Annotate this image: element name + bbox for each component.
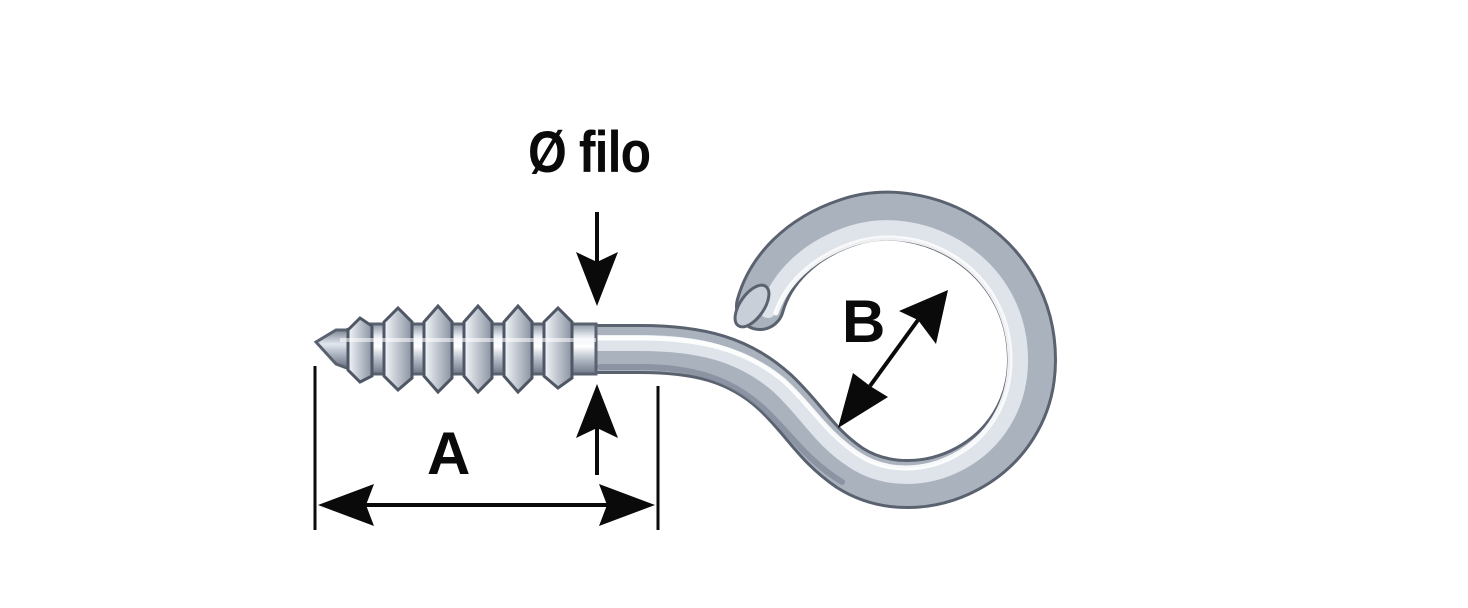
dimension-a-arrow xyxy=(318,484,655,526)
dimension-b-label: B xyxy=(842,288,886,355)
dimension-a-label: A xyxy=(427,420,471,487)
threaded-shank xyxy=(313,303,598,395)
wire-diameter-arrow-top xyxy=(576,212,618,306)
wire-diameter-arrow-bottom xyxy=(576,384,618,475)
wire-eye xyxy=(567,190,1058,509)
wire-diameter-label: Ø filo xyxy=(528,120,651,185)
dimension-lines xyxy=(313,212,948,530)
dimension-b-arrow xyxy=(838,290,948,428)
screw-eye-part xyxy=(313,190,1058,509)
